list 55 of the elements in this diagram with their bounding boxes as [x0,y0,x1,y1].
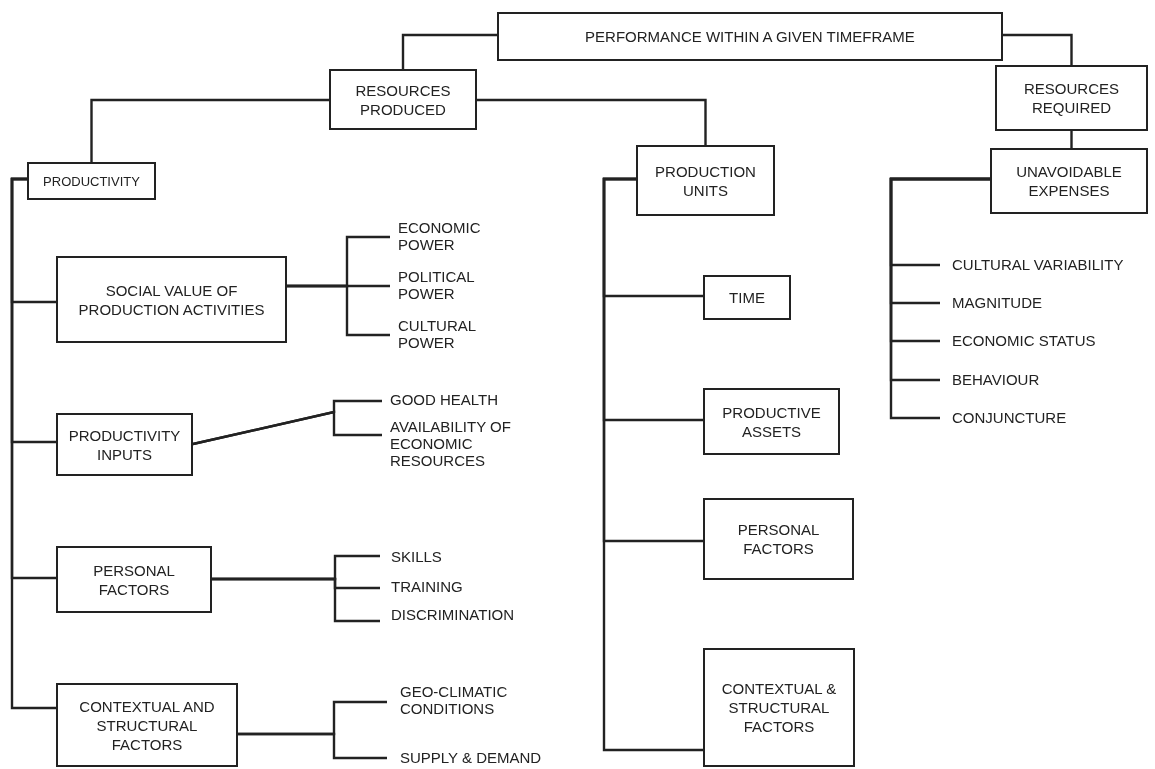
connector-line [90,98,329,162]
box-label: CONTEXTUAL & STRUCTURAL FACTORS [720,679,838,736]
branch-label: DISCRIMINATION [380,606,550,624]
category-box [636,145,775,216]
box-label: UNAVOIDABLE EXPENSES [1015,162,1123,200]
branch-label: GOOD HEALTH [382,391,532,409]
branch-label: MAGNITUDE [940,294,1153,312]
branch-label: CULTURAL VARIABILITY [940,256,1153,274]
box-label: RESOURCES REQUIRED [1023,79,1120,117]
category-box [995,65,1148,131]
connector-line [602,177,703,752]
box-label: RESOURCES PRODUCED [354,80,452,119]
box-label: SOCIAL VALUE OF PRODUCTION ACTIVITIES [77,280,266,319]
box-label: PRODUCTIVITY INPUTS [67,425,182,464]
connector-line [212,577,380,623]
box-label: PERSONAL FACTORS [736,520,821,558]
branch-label: BEHAVIOUR [940,371,1153,389]
connector-line [10,177,56,710]
branch-label: SUPPLY & DEMAND [387,749,547,767]
connector-line [889,177,990,420]
category-box [703,648,855,767]
connector-line [192,410,382,446]
category-box [497,12,1003,61]
category-box [27,162,156,200]
connector-line [1003,33,1073,65]
branch-label: AVAILABILITY OF ECONOMIC RESOURCES [382,418,532,471]
category-box [56,683,238,767]
branch-label: ECONOMIC POWER [390,219,502,255]
category-box [703,388,840,455]
branch-label: ECONOMIC STATUS [940,332,1153,350]
box-label: PRODUCTIVE ASSETS [721,402,822,441]
connector-line [287,284,390,337]
box-label: PERSONAL FACTORS [92,560,176,599]
category-box [703,498,854,580]
branch-label: CULTURAL POWER [390,317,502,353]
connector-line [1070,131,1073,148]
connector-line [238,732,387,760]
box-label: TIME [729,288,765,307]
branch-label: CONJUNCTURE [940,409,1153,427]
branch-label: POLITICAL POWER [390,268,502,304]
category-box [56,413,193,476]
box-label: PRODUCTIVITY [43,172,140,191]
box-label: PRODUCTION UNITS [654,161,757,200]
box-label: CONTEXTUAL AND STRUCTURAL FACTORS [78,696,216,754]
branch-label: GEO-CLIMATIC CONDITIONS [387,683,547,719]
box-label: PERFORMANCE WITHIN A GIVEN TIMEFRAME [585,27,915,46]
branch-label: SKILLS [380,548,550,566]
connector-line [401,33,497,69]
category-box [990,148,1148,214]
category-box [329,69,477,130]
branch-label: TRAINING [380,578,550,596]
category-box [56,256,287,343]
connector-line [477,98,707,145]
category-box [703,275,791,320]
category-box [56,546,212,613]
